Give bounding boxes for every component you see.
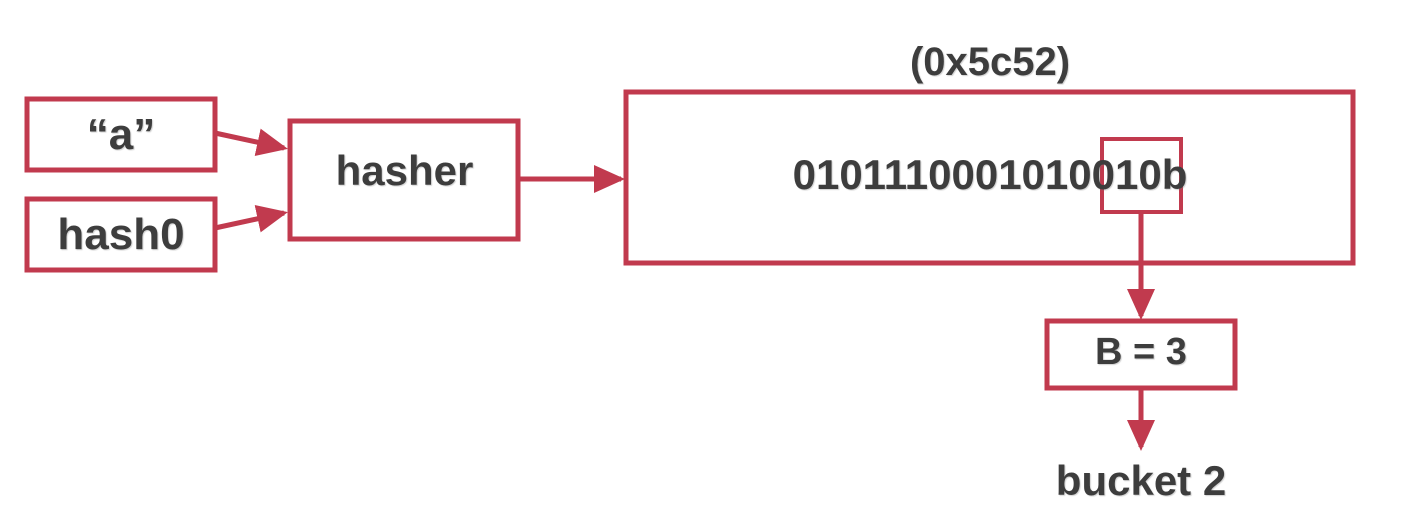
input-key-box: [24, 96, 218, 173]
bucket-count-label: B = 3: [1095, 331, 1187, 373]
hash-result-binary-label: 0101110001010010b: [792, 151, 1188, 198]
edge-seed-to-hasher: [214, 205, 288, 233]
hash-result-box: [623, 89, 1356, 266]
hasher-label: hasher: [335, 147, 474, 194]
edge-key-to-hasher: [214, 128, 288, 156]
hash-result-hex-label: (0x5c52): [909, 40, 1071, 84]
input-key-label: “a”: [86, 110, 156, 159]
hasher-box: [287, 118, 521, 242]
input-seed-label: hash0: [57, 210, 185, 259]
bucket-result-label: bucket 2: [1055, 457, 1227, 504]
input-seed-box: [24, 196, 218, 273]
bucket-count-box: [1044, 318, 1238, 391]
